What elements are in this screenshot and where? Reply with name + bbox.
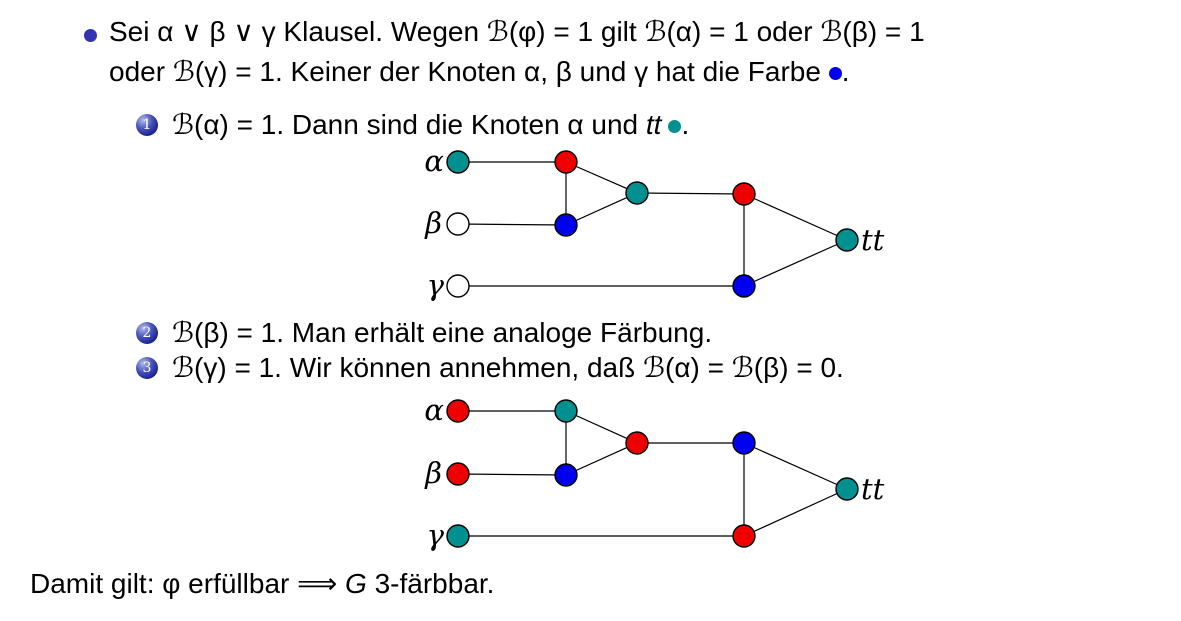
graph-name-G: G [345,568,367,599]
graph-label-tt: tt [861,223,885,257]
graph-label-α: α [424,393,444,427]
enum-item-3-text: ℬ(γ) = 1. Wir können annehmen, daß ℬ(α) … [172,352,844,383]
graph-node-beta [446,212,470,236]
enum-badge-1: 1 [136,114,158,136]
enum-item-3: 3 ℬ(γ) = 1. Wir können annehmen, daß ℬ(α… [105,350,844,386]
graph-node-alpha [446,399,470,423]
graph-node-c2-bottom [732,524,756,548]
graph-label-β: β [424,206,442,240]
true-color-dot-icon: ● [668,120,682,133]
bullet-text-line2-pre: oder ℬ(γ) = 1. Keiner der Knoten α, β un… [109,56,829,87]
graph-node-c1-out [625,431,649,455]
graph-label-γ: γ [427,268,445,302]
enum-item-2: 2 ℬ(β) = 1. Man erhält eine analoge Färb… [105,315,712,351]
bullet-text-line1: Sei α ∨ β ∨ γ Klausel. Wegen ℬ(φ) = 1 gi… [109,16,925,47]
graph-node-tt [835,228,859,252]
enum-badge-2: 2 [136,322,158,344]
graph-node-c2-top [732,431,756,455]
enum-item-1-post: . [681,109,690,140]
graph-label-α: α [424,144,444,178]
enum-badge-3: 3 [136,357,158,379]
graph-edge-c1-out-c2-top [636,192,745,195]
graph-node-tt [835,477,859,501]
farbe-color-dot-icon: ● [828,67,842,80]
bullet-text-line2: oder ℬ(γ) = 1. Keiner der Knoten α, β un… [109,54,849,90]
graph-node-c1-out [625,181,649,205]
graph-node-c1-top [554,150,578,174]
graph-label-β: β [424,456,442,490]
graph-edge-c1-top-c1-out [565,161,638,194]
graph-edge-c2-top-tt [743,193,848,241]
tt-node-label: tt [645,109,662,140]
graph-edge-c2-top-tt [743,442,848,490]
graph-label-γ: γ [427,518,445,552]
graph-node-alpha [446,150,470,174]
enum-item-2-text: ℬ(β) = 1. Man erhält eine analoge Färbun… [172,317,713,348]
enum-item-1-text: ℬ(α) = 1. Dann sind die Knoten α und tt ●… [172,109,689,140]
graph-node-c2-top [732,182,756,206]
enum-item-1: 1 ℬ(α) = 1. Dann sind die Knoten α und t… [105,107,689,143]
graph-node-gamma [446,274,470,298]
clause-graph-alpha-true: αβγ tt [424,144,885,302]
graph-edge-beta-c1-bottom [457,473,567,476]
bullet-icon [84,29,97,42]
graph-node-gamma [446,524,470,548]
graph-edge-c2-bottom-tt [743,239,848,287]
clause-graph-gamma-true: αβγ tt [424,393,885,552]
conclusion-line: Damit gilt: φ erfüllbar ⟹ G 3-färbbar. [30,566,494,602]
bullet-text-line2-post: . [841,56,850,87]
conclusion-pre: Damit gilt: φ erfüllbar ⟹ [30,568,346,599]
graph-edge-c1-bottom-c1-out [565,442,638,476]
graph-edge-beta-c1-bottom [457,223,567,226]
graph-node-beta [446,462,470,486]
graph-edge-c1-top-c1-out [565,410,638,444]
graph-label-tt: tt [861,472,885,506]
graph-node-c1-bottom [554,463,578,487]
conclusion-post: 3-färbbar. [366,568,495,599]
graph-edge-c2-bottom-tt [743,488,848,537]
graph-node-c1-bottom [554,213,578,237]
graph-node-c1-top [554,399,578,423]
graph-edge-c1-bottom-c1-out [565,192,638,226]
graph-node-c2-bottom [732,274,756,298]
enum-item-1-pre: ℬ(α) = 1. Dann sind die Knoten α und [172,109,646,140]
